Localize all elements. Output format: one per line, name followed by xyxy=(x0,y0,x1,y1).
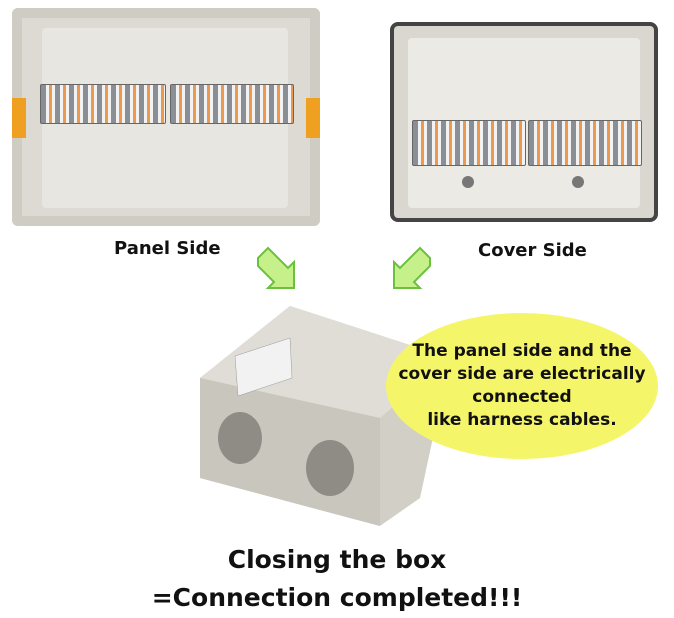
terminal-block xyxy=(170,84,294,124)
arrow-down-left-icon xyxy=(393,246,431,289)
panel-side-label: Panel Side xyxy=(114,238,221,259)
bubble-line: The panel side and the xyxy=(412,341,632,361)
bubble-line: cover side are electrically xyxy=(398,364,646,384)
caption-line-1: Closing the box xyxy=(227,545,447,574)
arrow-down-right-icon xyxy=(257,246,295,289)
terminal-block xyxy=(412,120,526,166)
cover-side-photo xyxy=(390,22,658,222)
terminal-block xyxy=(528,120,642,166)
latch xyxy=(12,98,26,138)
caption-line-2: =Connection completed!!! xyxy=(151,583,523,612)
explanation-bubble: The panel side and the cover side are el… xyxy=(386,313,658,459)
closed-box-photo xyxy=(200,306,450,526)
bubble-line: like harness cables. xyxy=(427,410,617,430)
terminal-block xyxy=(40,84,166,124)
cover-side-label: Cover Side xyxy=(478,240,587,261)
bubble-line: connected xyxy=(472,387,572,407)
panel-side-photo xyxy=(12,8,320,226)
latch xyxy=(306,98,320,138)
